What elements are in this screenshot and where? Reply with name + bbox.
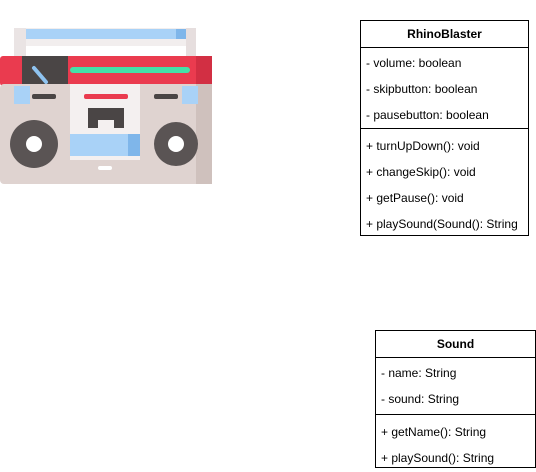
attribute-sound: - sound: String: [381, 392, 460, 406]
method-getname: + getName(): String: [381, 425, 487, 439]
attribute-pausebutton: - pausebutton: boolean: [366, 108, 489, 122]
class-name-sound: Sound: [376, 331, 535, 358]
uml-class-sound: Sound - name: String - sound: String + g…: [375, 330, 536, 468]
boombox-icon: [0, 28, 212, 184]
method-changeskip: + changeSkip(): void: [366, 165, 476, 179]
attributes-section: - name: String - sound: String: [376, 358, 535, 415]
uml-class-rhinoblaster: RhinoBlaster - volume: boolean - skipbut…: [360, 20, 529, 236]
method-playsound: + playSound(): String: [381, 451, 495, 465]
method-playsound: + playSound(Sound(): String: [366, 217, 518, 231]
method-getpause: + getPause(): void: [366, 191, 464, 205]
class-name-rhinoblaster: RhinoBlaster: [361, 21, 528, 48]
methods-section: + getName(): String + playSound(): Strin…: [376, 415, 535, 471]
attribute-skipbutton: - skipbutton: boolean: [366, 82, 478, 96]
method-turnupdown: + turnUpDown(): void: [366, 139, 480, 153]
attribute-volume: - volume: boolean: [366, 56, 462, 70]
attribute-name: - name: String: [381, 366, 457, 380]
methods-section: + turnUpDown(): void + changeSkip(): voi…: [361, 129, 528, 237]
attributes-section: - volume: boolean - skipbutton: boolean …: [361, 48, 528, 129]
